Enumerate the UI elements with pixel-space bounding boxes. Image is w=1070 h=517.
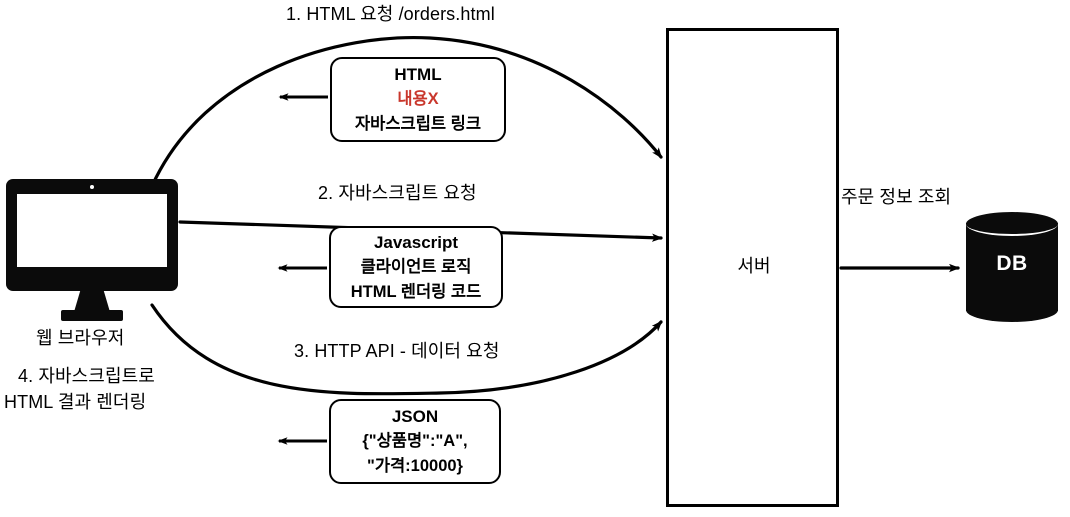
javascript-payload-line-1: Javascript <box>373 232 459 252</box>
html-payload-box: HTML 내용X 자바스크립트 링크 <box>330 57 506 142</box>
browser-label: 웹 브라우저 <box>36 328 125 348</box>
json-payload-box: JSON {"상품명":"A", "가격:10000} <box>329 399 501 484</box>
render-note: 4. 자바스크립트로 HTML 결과 렌더링 <box>4 363 234 415</box>
html-payload-line-2: 내용X <box>397 90 439 108</box>
database-cylinder-icon: DB <box>966 212 1058 322</box>
javascript-payload-line-2: 클라이언트 로직 <box>360 257 472 276</box>
db-body <box>966 223 1058 311</box>
flow-2-label: 2. 자바스크립트 요청 <box>318 183 477 203</box>
monitor-screen <box>17 194 167 267</box>
flow-3-label: 3. HTTP API - 데이터 요청 <box>294 341 500 361</box>
db-top-ellipse <box>966 212 1058 236</box>
flow-1-label: 1. HTML 요청 /orders.html <box>286 4 495 24</box>
render-note-line-2: HTML 결과 렌더링 <box>4 392 147 412</box>
html-payload-line-3: 자바스크립트 링크 <box>354 115 482 133</box>
server-box <box>666 28 839 507</box>
db-query-label: 주문 정보 조회 <box>841 187 952 207</box>
javascript-payload-box: Javascript 클라이언트 로직 HTML 렌더링 코드 <box>329 226 503 308</box>
html-payload-line-1: HTML <box>394 65 442 84</box>
monitor-stand-neck <box>74 290 110 312</box>
db-label: DB <box>996 252 1028 275</box>
javascript-payload-line-3: HTML 렌더링 코드 <box>350 282 482 301</box>
render-note-line-1: 4. 자바스크립트로 <box>18 366 155 386</box>
monitor-stand-base <box>61 310 123 321</box>
json-payload-line-1: JSON <box>391 407 439 426</box>
json-payload-line-3: "가격:10000} <box>367 457 463 475</box>
server-label: 서버 <box>737 256 771 276</box>
monitor-camera-dot <box>90 185 94 189</box>
json-payload-line-2: {"상품명":"A", <box>362 432 468 450</box>
desktop-monitor-icon <box>6 179 178 321</box>
